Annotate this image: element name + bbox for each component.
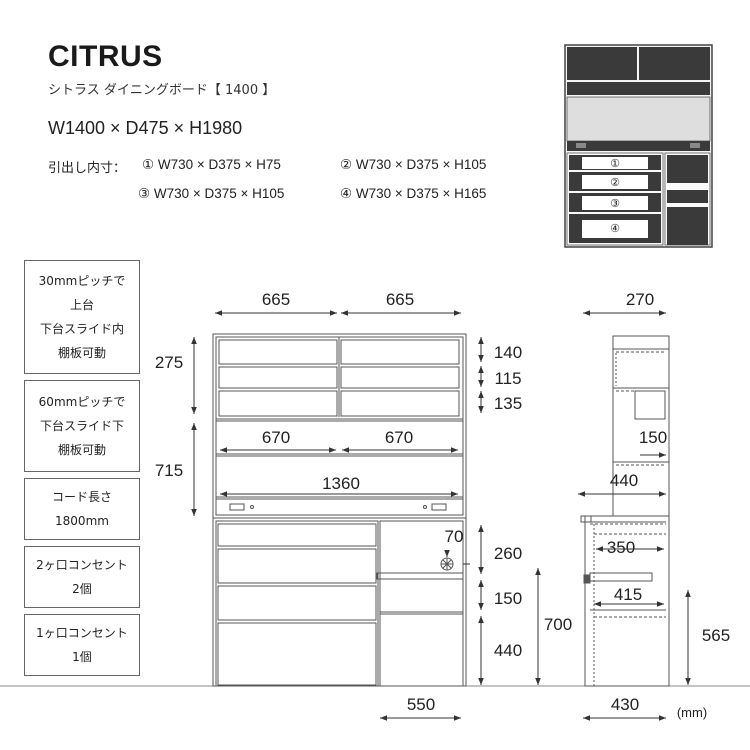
- note-cord-length: コード長さ 1800mm: [24, 478, 140, 540]
- thumb-drawer-1: ①: [610, 158, 620, 170]
- dim-mid-left: 670: [262, 428, 290, 447]
- front-dimension-labels: 665 665 275 715 670 670 1360 140 115 135…: [155, 290, 572, 714]
- note-shelf-pitch-30: 30mmピッチで 上台 下台スライド内 棚板可動: [24, 260, 140, 374]
- side-view: [580, 335, 670, 687]
- overall-dimensions: W1400 × D475 × H1980: [48, 118, 243, 138]
- thumb-drawer-3: ③: [610, 198, 620, 210]
- product-subtitle: シトラス ダイニングボード【 1400 】: [48, 83, 276, 98]
- note-shelf-pitch-60: 60mmピッチで 下台スライド下 棚板可動: [24, 380, 140, 472]
- thumb-drawer-2: ②: [610, 177, 620, 189]
- dim-bottom-width: 550: [407, 695, 435, 714]
- dim-70: 70: [445, 527, 464, 546]
- dim-135: 135: [494, 394, 522, 413]
- note-line: 1個: [72, 650, 92, 664]
- note-line: 下台スライド下: [39, 419, 124, 433]
- dim-115: 115: [494, 369, 521, 388]
- dim-mid-right: 670: [385, 428, 413, 447]
- product-title: CITRUS: [48, 40, 163, 73]
- dim-140: 140: [494, 343, 522, 362]
- side-dim-top: 270: [626, 290, 654, 309]
- front-view: [212, 333, 467, 687]
- note-2-outlet: 2ヶ口コンセント 2個: [24, 546, 140, 608]
- dim-top-left: 665: [262, 290, 290, 309]
- dim-440: 440: [494, 641, 522, 660]
- note-line: 1ヶ口コンセント: [36, 626, 128, 640]
- dim-lower-height: 715: [155, 461, 183, 480]
- dim-top-right: 665: [386, 290, 414, 309]
- drawer-4-dimensions: ④ W730 × D375 × H165: [340, 186, 487, 201]
- note-line: 2ヶ口コンセント: [36, 558, 128, 572]
- side-dim-150: 150: [639, 428, 667, 447]
- drawer-3-dimensions: ③ W730 × D375 × H105: [138, 186, 285, 201]
- dim-150: 150: [494, 589, 522, 608]
- side-dim-440: 440: [610, 471, 638, 490]
- side-dimension-labels: 270 150 440 350 415 565 430 (mm): [607, 290, 730, 720]
- drawer-1-dimensions: ① W730 × D375 × H75: [142, 157, 281, 172]
- unit-label: (mm): [677, 705, 707, 720]
- side-dim-565: 565: [702, 626, 730, 645]
- side-dim-bottom: 430: [611, 695, 639, 714]
- dim-700: 700: [544, 615, 572, 634]
- note-line: 棚板可動: [57, 443, 106, 457]
- dim-260: 260: [494, 544, 522, 563]
- dim-inner-width: 1360: [322, 474, 360, 493]
- drawer-label: 引出し内寸：: [48, 161, 127, 176]
- note-line: 上台: [69, 298, 94, 312]
- note-line: 1800mm: [55, 514, 109, 528]
- front-dimension-lines: [191, 310, 541, 721]
- thumbnail-cabinet: ① ② ③ ④: [564, 44, 713, 248]
- note-line: 下台スライド内: [39, 322, 124, 336]
- side-dim-415: 415: [614, 585, 642, 604]
- side-dim-350: 350: [607, 538, 635, 557]
- note-line: 30mmピッチで: [38, 274, 126, 288]
- note-line: 棚板可動: [57, 346, 106, 360]
- note-line: 2個: [72, 582, 92, 596]
- drawer-2-dimensions: ② W730 × D375 × H105: [340, 157, 487, 172]
- dim-upper-height: 275: [155, 353, 183, 372]
- side-dimension-lines: [578, 310, 691, 721]
- note-1-outlet: 1ヶ口コンセント 1個: [24, 614, 140, 676]
- note-line: コード長さ: [51, 490, 112, 504]
- thumb-drawer-4: ④: [610, 223, 620, 235]
- note-line: 60mmピッチで: [38, 395, 126, 409]
